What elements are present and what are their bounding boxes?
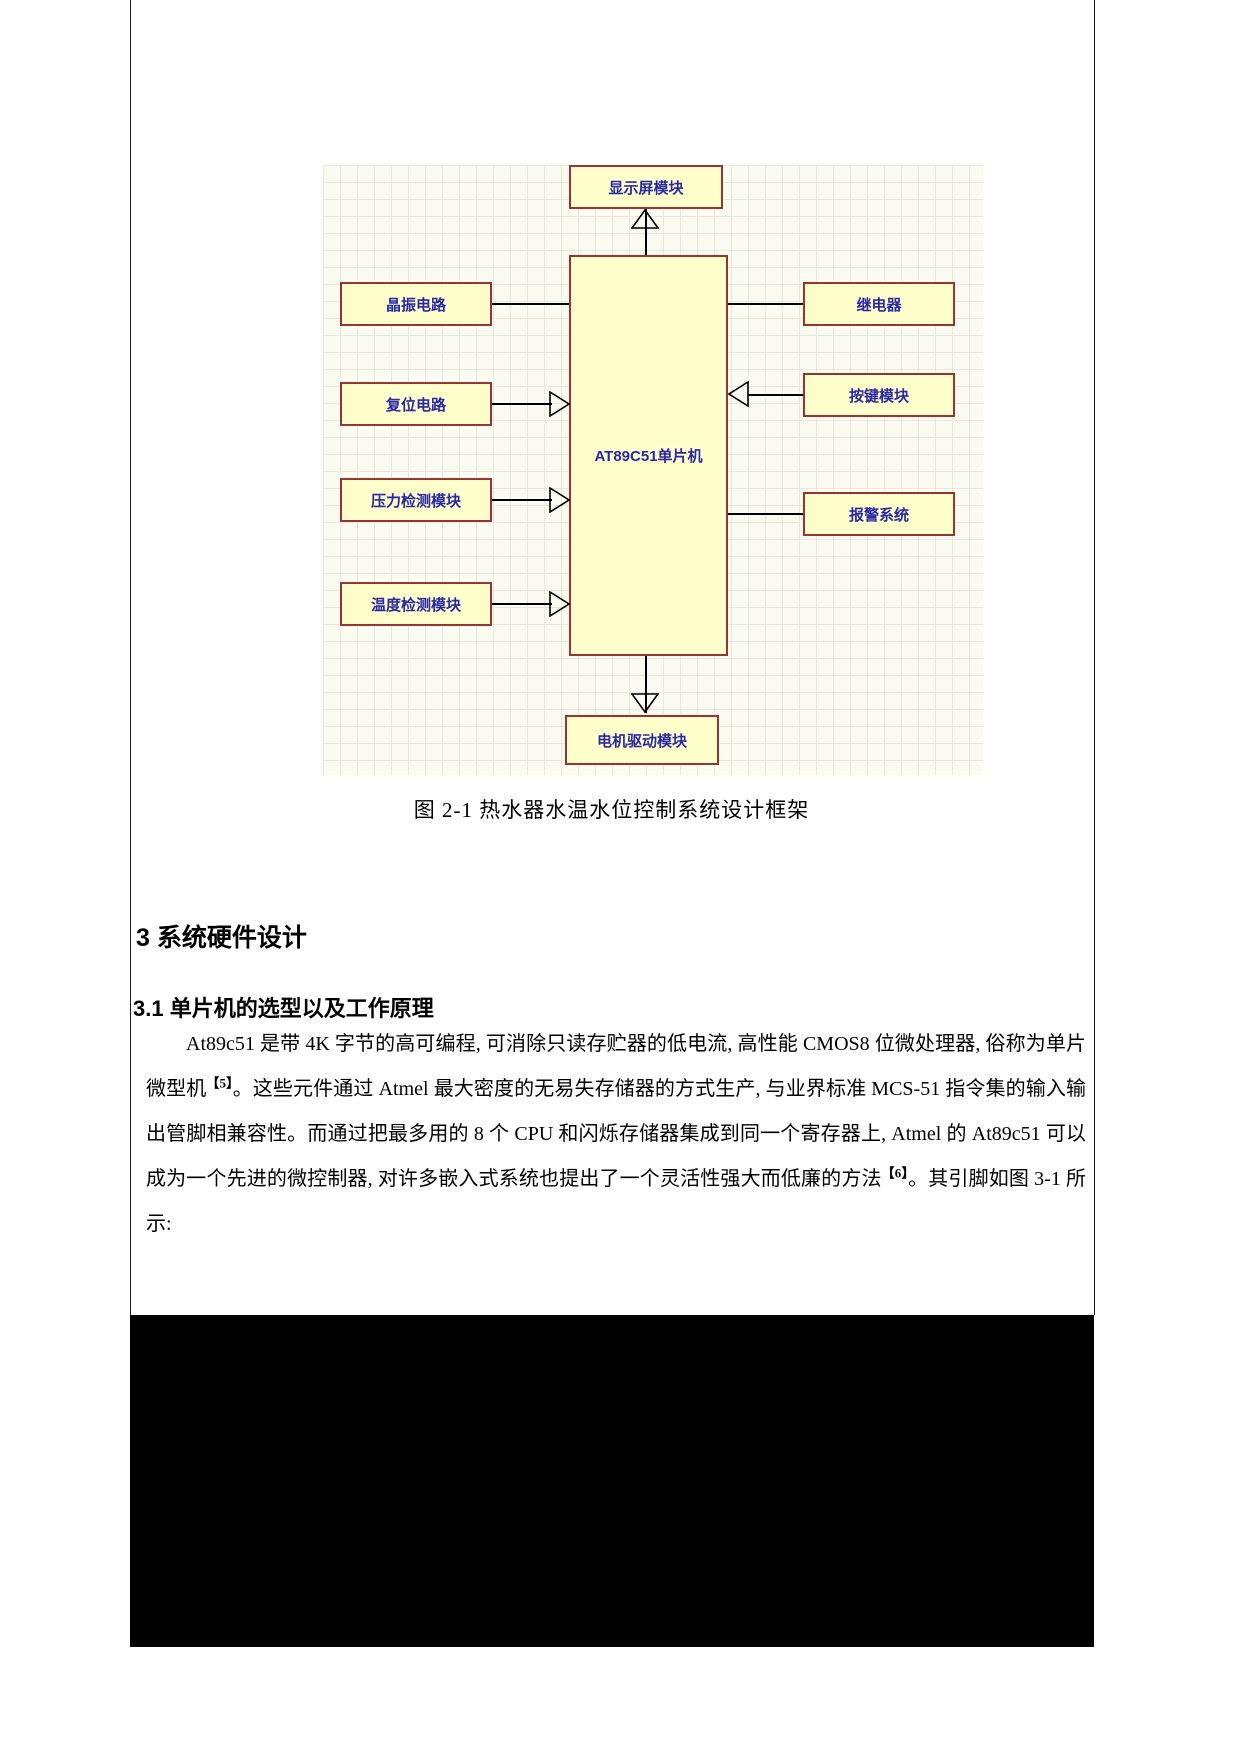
node-label: 晶振电路 — [385, 296, 446, 314]
node-keypad-module: 按键模块 — [803, 373, 955, 417]
arrow-left-icon — [728, 381, 749, 407]
node-reset-circuit: 复位电路 — [340, 382, 492, 426]
connector-mcu-motor — [645, 656, 647, 713]
node-label: 报警系统 — [848, 506, 909, 524]
node-label: AT89C51单片机 — [594, 448, 703, 465]
arrow-right-icon — [549, 591, 570, 617]
citation-ref-5: 【5】 — [206, 1075, 233, 1091]
connector-keypad-mcu — [748, 394, 803, 396]
arrow-up-icon — [631, 209, 659, 229]
node-crystal-circuit: 晶振电路 — [340, 282, 492, 326]
connector-alarm-mcu — [728, 513, 803, 515]
connector-crystal-mcu — [492, 303, 569, 305]
connector-mcu-display — [645, 209, 647, 255]
figure-caption: 图 2-1 热水器水温水位控制系统设计框架 — [413, 798, 810, 822]
connector-relay-mcu — [728, 303, 803, 305]
arrow-right-icon — [549, 391, 570, 417]
node-relay: 继电器 — [803, 282, 955, 326]
table-cell-border — [130, 0, 1095, 1315]
arrow-down-icon — [631, 693, 659, 713]
connector-reset-mcu — [492, 403, 552, 405]
paragraph-text: 。这些元件通过 Atmel 最大密度的无易失存储器的方式生产, 与业界标准 MC… — [146, 1078, 1086, 1190]
node-label: 温度检测模块 — [370, 596, 461, 614]
node-motor-driver-module: 电机驱动模块 — [565, 715, 719, 765]
node-label: 显示屏模块 — [608, 179, 684, 197]
node-mcu-at89c51: AT89C51单片机 — [569, 255, 728, 656]
node-label: 电机驱动模块 — [596, 732, 687, 750]
node-label: 复位电路 — [385, 396, 446, 414]
node-display-module: 显示屏模块 — [569, 165, 723, 209]
system-block-diagram: 显示屏模块 AT89C51单片机 晶振电路 复位电路 压力检测模块 温度检测模块… — [323, 165, 983, 775]
node-label: 按键模块 — [848, 387, 909, 405]
node-label: 压力检测模块 — [370, 492, 461, 510]
connector-temperature-mcu — [492, 603, 552, 605]
paragraph-text: At89c51 是带 4K 字节的高可编程, 可消除只读存贮器的低电流, 高性能… — [146, 1033, 1086, 1100]
body-paragraph: At89c51 是带 4K 字节的高可编程, 可消除只读存贮器的低电流, 高性能… — [146, 1022, 1086, 1247]
node-temperature-sensor-module: 温度检测模块 — [340, 582, 492, 626]
unrendered-image-placeholder — [130, 1315, 1094, 1647]
paragraph-text: 。其引脚如图 3-1 所示: — [146, 1168, 1086, 1235]
subsection-heading: 3.1 单片机的选型以及工作原理 — [133, 996, 434, 1021]
section-heading: 3 系统硬件设计 — [136, 924, 307, 952]
arrow-right-icon — [549, 487, 570, 513]
node-label: 继电器 — [856, 296, 902, 314]
connector-pressure-mcu — [492, 499, 552, 501]
node-alarm-system: 报警系统 — [803, 492, 955, 536]
node-pressure-sensor-module: 压力检测模块 — [340, 478, 492, 522]
citation-ref-6: 【6】 — [881, 1165, 909, 1181]
